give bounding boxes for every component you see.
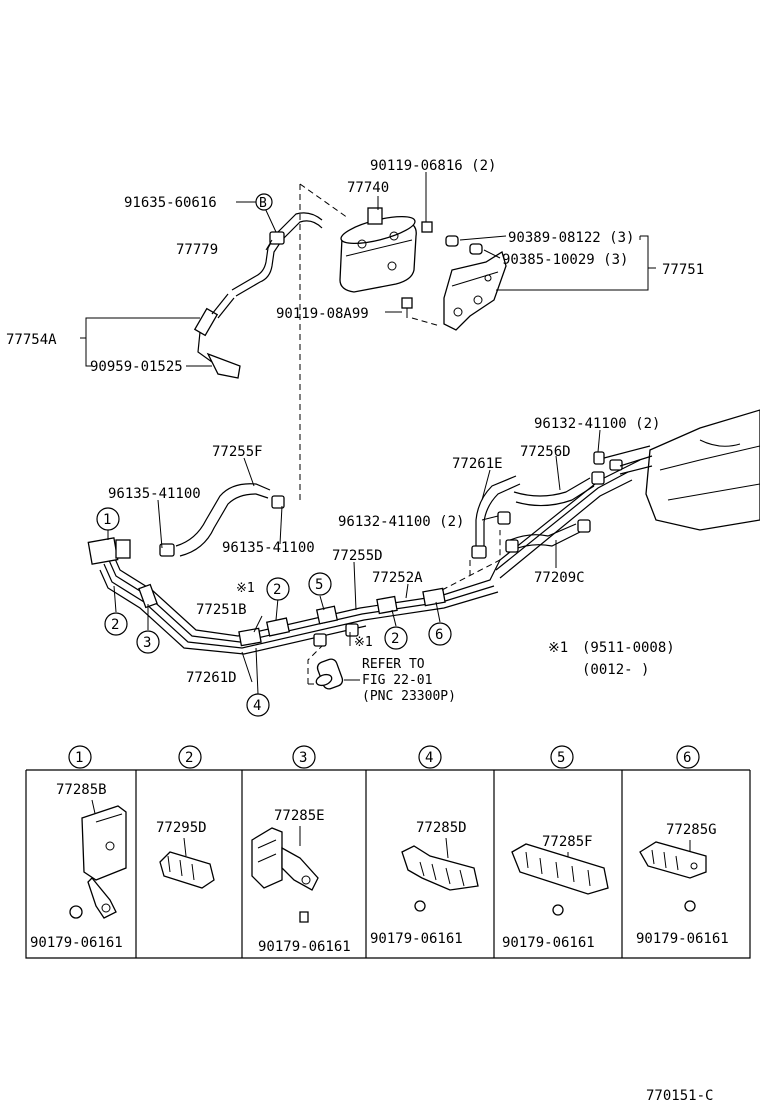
mark-b-circle [255, 193, 273, 211]
label-90119-08a99: 90119-08A99 [276, 306, 369, 322]
label-77255d: 77255D [332, 548, 383, 564]
label-90385-10029: 90385-10029 (3) [502, 252, 628, 268]
callout-5 [308, 572, 332, 596]
table-header-callouts: 1 2 3 4 5 6 [68, 745, 700, 769]
box-3-bolt: 90179-06161 [258, 939, 351, 955]
box-2-part: 77295D [156, 820, 207, 836]
callout-3-text: 3 [143, 635, 151, 651]
box-4-clamp: 77285D 90179-06161 [370, 820, 479, 947]
label-77754a: 77754A [6, 332, 57, 348]
box-4-num: 4 [425, 750, 433, 766]
leaders-middle [107, 429, 601, 695]
line-clamps [87, 537, 446, 647]
box-2-clamp: 77295D [156, 820, 215, 889]
callout-5-text: 5 [315, 577, 323, 593]
figure-code: 770151-C [646, 1088, 713, 1104]
box-6-clamp: 77285G 90179-06161 [636, 822, 729, 947]
clamp-detail-table [25, 769, 751, 959]
label-90389-08122: 90389-08122 (3) [508, 230, 634, 246]
label-90119-06816: 90119-06816 (2) [370, 158, 496, 174]
callout-2c [384, 626, 408, 650]
box-5-bolt: 90179-06161 [502, 935, 595, 951]
box-3-part: 77285E [274, 808, 325, 824]
refer-line-1: REFER TO [362, 657, 425, 672]
box-3-num: 3 [299, 750, 307, 766]
box-5-clamp: 77285F 90179-06161 [502, 834, 609, 951]
callout-2a-text: 2 [111, 617, 119, 633]
note-mark-1b: ※1 [354, 635, 373, 650]
box-1-part: 77285B [56, 782, 107, 798]
tank-connectors [593, 445, 653, 475]
label-77779: 77779 [176, 242, 218, 258]
refer-line-3: (PNC 23300P) [362, 689, 456, 704]
box-2-num: 2 [185, 750, 193, 766]
callout-circles-main: 1 2 3 2 5 2 6 4 [96, 507, 452, 717]
vapor-hose-upper [193, 212, 323, 379]
note-mark-1: ※1 [236, 581, 255, 596]
callout-6-text: 6 [435, 627, 443, 643]
callout-1-text: 1 [103, 512, 111, 528]
label-96135-41100-a: 96135-41100 [108, 486, 201, 502]
box-6-part: 77285G [666, 822, 717, 838]
callout-2b-text: 2 [273, 582, 281, 598]
label-91635-60616: 91635-60616 [124, 195, 217, 211]
label-77255f: 77255F [212, 444, 263, 460]
mark-b: B [259, 196, 267, 211]
box-6-num: 6 [683, 750, 691, 766]
callout-2b [266, 577, 290, 601]
label-77209c: 77209C [534, 570, 585, 586]
label-77261e: 77261E [452, 456, 503, 472]
box-1-clamp: 77285B 90179-06161 [30, 782, 127, 951]
fuel-filter-ref [313, 623, 359, 690]
note-range-2: (0012- ) [582, 662, 649, 678]
callout-3 [136, 630, 160, 654]
hose-77255F [159, 483, 285, 557]
label-77261d: 77261D [186, 670, 237, 686]
callout-2c-text: 2 [391, 631, 399, 647]
callout-2a [104, 612, 128, 636]
box-3-clamp: 77285E 90179-06161 [251, 808, 351, 955]
box-4-part: 77285D [416, 820, 467, 836]
note-range-1: (9511-0008) [582, 640, 675, 656]
label-96135-41100-b: 96135-41100 [222, 540, 315, 556]
label-96132-41100-b: 96132-41100 (2) [338, 514, 464, 530]
callout-4 [246, 693, 270, 717]
box-4-bolt: 90179-06161 [370, 931, 463, 947]
canister-bracket [443, 250, 507, 331]
box-1-bolt: 90179-06161 [30, 935, 123, 951]
note-symbol: ※1 [548, 640, 568, 656]
callout-4-text: 4 [253, 698, 261, 714]
label-77751: 77751 [662, 262, 704, 278]
charcoal-canister [339, 207, 417, 293]
label-96132-41100-a: 96132-41100 (2) [534, 416, 660, 432]
box-5-part: 77285F [542, 834, 593, 850]
refer-line-2: FIG 22-01 [362, 673, 432, 688]
callout-1 [96, 507, 120, 531]
label-77252a: 77252A [372, 570, 423, 586]
label-77740: 77740 [347, 180, 389, 196]
grommets [401, 221, 483, 318]
label-90959-01525: 90959-01525 [90, 359, 183, 375]
callout-6 [428, 622, 452, 646]
label-77251b: 77251B [196, 602, 247, 618]
label-77256d: 77256D [520, 444, 571, 460]
fuel-tank [645, 409, 760, 531]
hose-77261E-77256D [471, 471, 605, 559]
box-1-num: 1 [75, 750, 83, 766]
box-5-num: 5 [557, 750, 565, 766]
box-6-bolt: 90179-06161 [636, 931, 729, 947]
